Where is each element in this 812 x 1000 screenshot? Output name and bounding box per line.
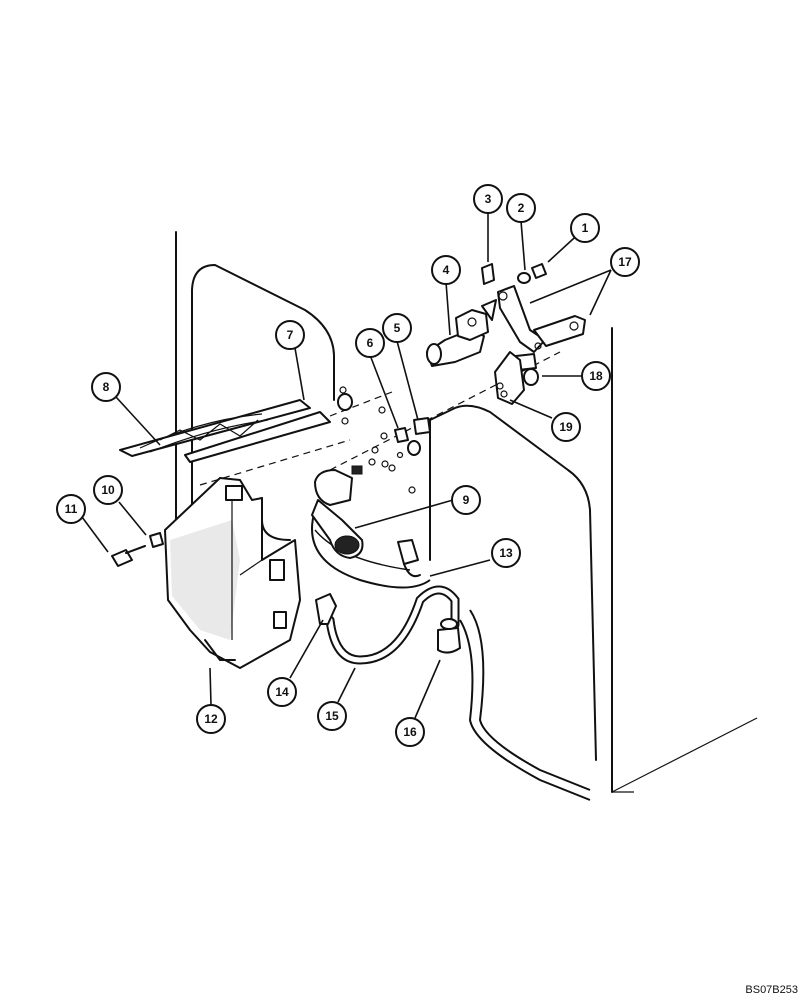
callout-6: 6 [355,328,385,358]
callout-label: 11 [65,502,78,516]
callout-11: 11 [56,494,86,524]
hardware-centerline [329,351,561,494]
callout-15: 15 [317,701,347,731]
callout-14: 14 [267,677,297,707]
leader-lines [81,213,612,719]
callout-label: 17 [618,255,632,269]
callout-12: 12 [196,704,226,734]
callout-3: 3 [473,184,503,214]
callout-18: 18 [581,361,611,391]
callout-19: 19 [551,412,581,442]
callout-9: 9 [451,485,481,515]
callout-16: 16 [395,717,425,747]
callout-13: 13 [491,538,521,568]
callout-17: 17 [610,247,640,277]
callout-label: 9 [463,493,470,507]
callout-10: 10 [93,475,123,505]
callout-label: 8 [103,380,110,394]
callout-8: 8 [91,372,121,402]
callout-label: 4 [443,263,450,277]
callout-label: 16 [403,725,417,739]
callout-5: 5 [382,313,412,343]
wiper-arm-blade [119,391,393,486]
callout-label: 5 [394,321,401,335]
callout-label: 19 [559,420,573,434]
washer-hose [311,509,591,801]
callout-label: 2 [518,201,525,215]
callout-label: 18 [589,369,603,383]
callout-label: 14 [275,685,289,699]
wiper-motor [311,465,421,578]
callout-label: 10 [101,483,115,497]
washer-reservoir [164,477,301,669]
callout-label: 15 [325,709,339,723]
wiper-linkage [426,285,586,405]
callout-label: 7 [287,328,294,342]
callout-label: 3 [485,192,492,206]
callout-label: 6 [367,336,374,350]
figure-reference-code: BS07B253 [745,984,798,996]
callout-1: 1 [570,213,600,243]
callout-4: 4 [431,255,461,285]
callout-label: 12 [204,712,218,726]
cab-frame [175,231,758,793]
callout-label: 13 [499,546,513,560]
fasteners [111,263,547,654]
callout-label: 1 [582,221,589,235]
callout-7: 7 [275,320,305,350]
callout-2: 2 [506,193,536,223]
